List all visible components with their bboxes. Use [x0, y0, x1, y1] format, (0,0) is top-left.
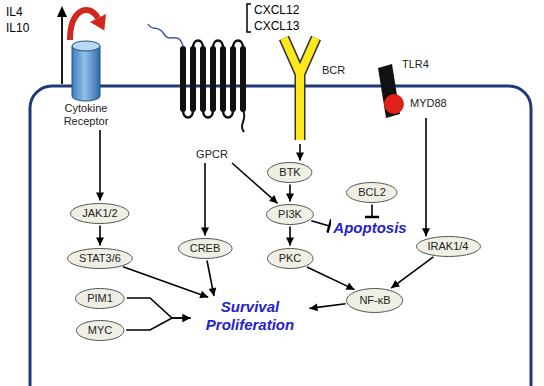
activation-arrow: [204, 163, 206, 236]
helix-loop: [223, 110, 233, 118]
activation-arrow: [299, 144, 301, 161]
ligand-bracket: [247, 4, 251, 32]
helix: [200, 46, 206, 112]
bcr-fill: [284, 38, 316, 140]
adaptor-dot: [384, 94, 404, 114]
node-label: NF-κB: [359, 294, 390, 307]
node-label: STAT3/6: [79, 252, 121, 265]
ellipse-outline: [76, 288, 125, 308]
activation-arrow: [307, 267, 355, 290]
node-label: JAK1/2: [82, 207, 117, 220]
ellipse-outline: [71, 203, 129, 223]
autocrine-arrow: [70, 10, 98, 40]
node-label: PI3K: [278, 208, 302, 221]
helix: [240, 46, 246, 112]
activation-arrow: [207, 260, 214, 296]
helix-loop: [183, 110, 193, 118]
ellipse-outline: [268, 162, 312, 182]
ellipse-outline: [68, 248, 133, 268]
node-label: CREB: [190, 242, 221, 255]
cylinder-top: [72, 41, 100, 51]
signaling-node: STAT3/6: [67, 248, 133, 269]
signaling-node: BCL2: [346, 182, 398, 203]
activation-arrow: [391, 257, 433, 288]
node-label: BCR: [322, 64, 345, 77]
activation-arrow: [309, 304, 345, 309]
autocrine-arrowhead: [90, 14, 106, 31]
activation-arrow: [126, 318, 190, 330]
ligand-label: IL4: [6, 5, 23, 19]
node-label: Apoptosis: [331, 219, 408, 237]
adaptor-circle: [382, 92, 406, 116]
node-label: BCL2: [358, 186, 386, 199]
bcr-y-shape: [276, 30, 360, 142]
ellipse-outline: [347, 182, 398, 202]
helix-loop: [203, 110, 213, 118]
helix: [220, 46, 226, 112]
b-cell-receptor: BCR: [276, 30, 360, 142]
activation-arrow: [425, 118, 427, 236]
ellipse-outline: [267, 248, 313, 268]
signaling-node: IRAK1/4: [416, 236, 481, 257]
cylinder-body: [72, 46, 100, 101]
secretion-arrowhead: [57, 6, 67, 17]
activation-arrow: [289, 227, 291, 246]
helix: [210, 46, 216, 112]
outcome-label: Apoptosis: [331, 219, 408, 237]
helix-loop: [213, 41, 223, 49]
ligand-label: CXCL13: [254, 19, 299, 33]
signaling-node: MYC: [76, 320, 124, 341]
ellipse-outline: [416, 236, 480, 256]
signaling-node: CREB: [178, 238, 233, 259]
helix-loop: [193, 41, 203, 49]
gpcr-receptor: GPCR: [172, 40, 252, 161]
secretion-arrow: [61, 16, 63, 84]
cell-membrane: [30, 86, 531, 386]
signaling-node: PI3K: [266, 204, 314, 225]
bcr-outline: [284, 38, 316, 140]
inhibition-connector: [371, 205, 373, 218]
outcome-label: Survival Proliferation: [193, 298, 308, 334]
ligand-label: CXCL12: [254, 3, 299, 17]
activation-arrow: [127, 298, 191, 318]
cytokine-receptor: Cytokine Receptor: [55, 38, 117, 128]
helix: [190, 46, 196, 112]
activation-arrow: [123, 267, 208, 297]
receptor-cylinder: [55, 38, 117, 102]
gpcr-n-terminus: [148, 24, 183, 46]
node-label: PKC: [279, 252, 302, 265]
node-label: MYC: [88, 324, 112, 337]
signaling-node: PIM1: [75, 288, 125, 309]
node-label: GPCR: [172, 148, 252, 161]
adaptor-protein: MYD88: [382, 92, 460, 116]
node-label: PIM1: [87, 292, 113, 305]
ellipse-outline: [347, 288, 403, 312]
c-terminus: [242, 110, 244, 132]
node-label: BTK: [279, 166, 300, 179]
node-label: MYD88: [410, 97, 447, 110]
signaling-node: JAK1/2: [70, 203, 129, 224]
node-label: TLR4: [402, 58, 429, 71]
ellipse-outline: [267, 204, 314, 224]
activation-arrow: [99, 226, 101, 246]
helix-loop: [233, 41, 243, 49]
signaling-node: NF-κB: [346, 288, 403, 313]
helix: [230, 46, 236, 112]
node-label: Cytokine Receptor: [55, 102, 117, 128]
activation-arrow: [99, 130, 101, 201]
activation-arrow: [289, 185, 291, 202]
ellipse-outline: [178, 238, 232, 258]
helix: [180, 46, 186, 112]
gpcr-helices: [172, 40, 252, 148]
node-label: Survival Proliferation: [193, 298, 308, 334]
signaling-node: PKC: [267, 248, 314, 269]
signaling-node: BTK: [267, 162, 312, 183]
node-label: IRAK1/4: [428, 240, 469, 253]
ellipse-outline: [76, 320, 123, 340]
inhibition-connector: [311, 221, 329, 226]
ligand-label: IL10: [6, 21, 29, 35]
